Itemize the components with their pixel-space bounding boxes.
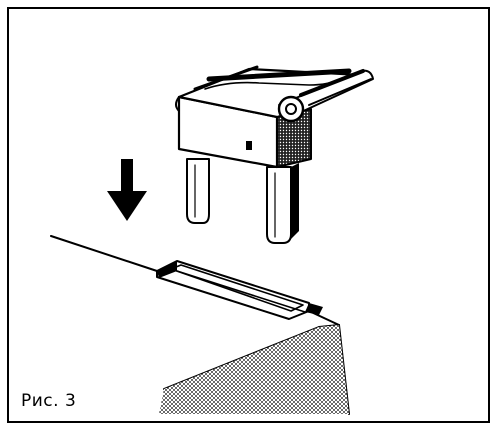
- down-arrow-icon: [107, 159, 147, 221]
- base-front-face: [159, 325, 349, 414]
- figure-caption: Рис. 3: [21, 391, 77, 411]
- plug-in-module-icon: [175, 65, 374, 244]
- slotted-base-icon: [50, 235, 350, 415]
- figure-frame: Рис. 3: [7, 7, 490, 423]
- figure-illustration: [50, 65, 374, 415]
